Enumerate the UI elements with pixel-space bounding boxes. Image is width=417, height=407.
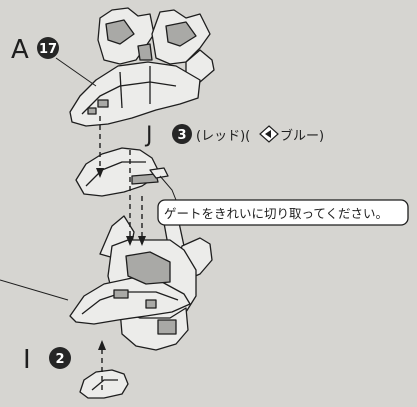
part-i-badge	[49, 347, 71, 369]
part-j-number: 3	[177, 128, 186, 143]
part-j-color-note-suffix: ブルー)	[280, 128, 324, 144]
diamond-arrow-icon	[259, 125, 279, 143]
callout-pointer	[159, 175, 177, 201]
part-a-illustration	[69, 7, 215, 127]
part-i-letter: I	[23, 345, 31, 375]
part-i-number: 2	[55, 352, 64, 367]
part-j-illustration	[75, 147, 169, 197]
part-a-number: 17	[39, 42, 57, 57]
part-j-letter: J	[144, 123, 153, 148]
part-i-illustration	[79, 369, 129, 399]
callout-text: ゲートをきれいに切り取ってください。	[164, 206, 388, 221]
part-j-badge	[172, 124, 192, 144]
part-j-color-note-prefix: (レッド)(	[196, 129, 250, 144]
body-assembly-illustration	[69, 211, 213, 351]
callout-box	[157, 199, 409, 226]
arrow-heads	[96, 168, 146, 350]
part-a-leader	[55, 57, 97, 87]
part-a-letter: A	[11, 35, 29, 65]
leader-line	[0, 279, 69, 301]
part-a-badge	[37, 37, 59, 59]
